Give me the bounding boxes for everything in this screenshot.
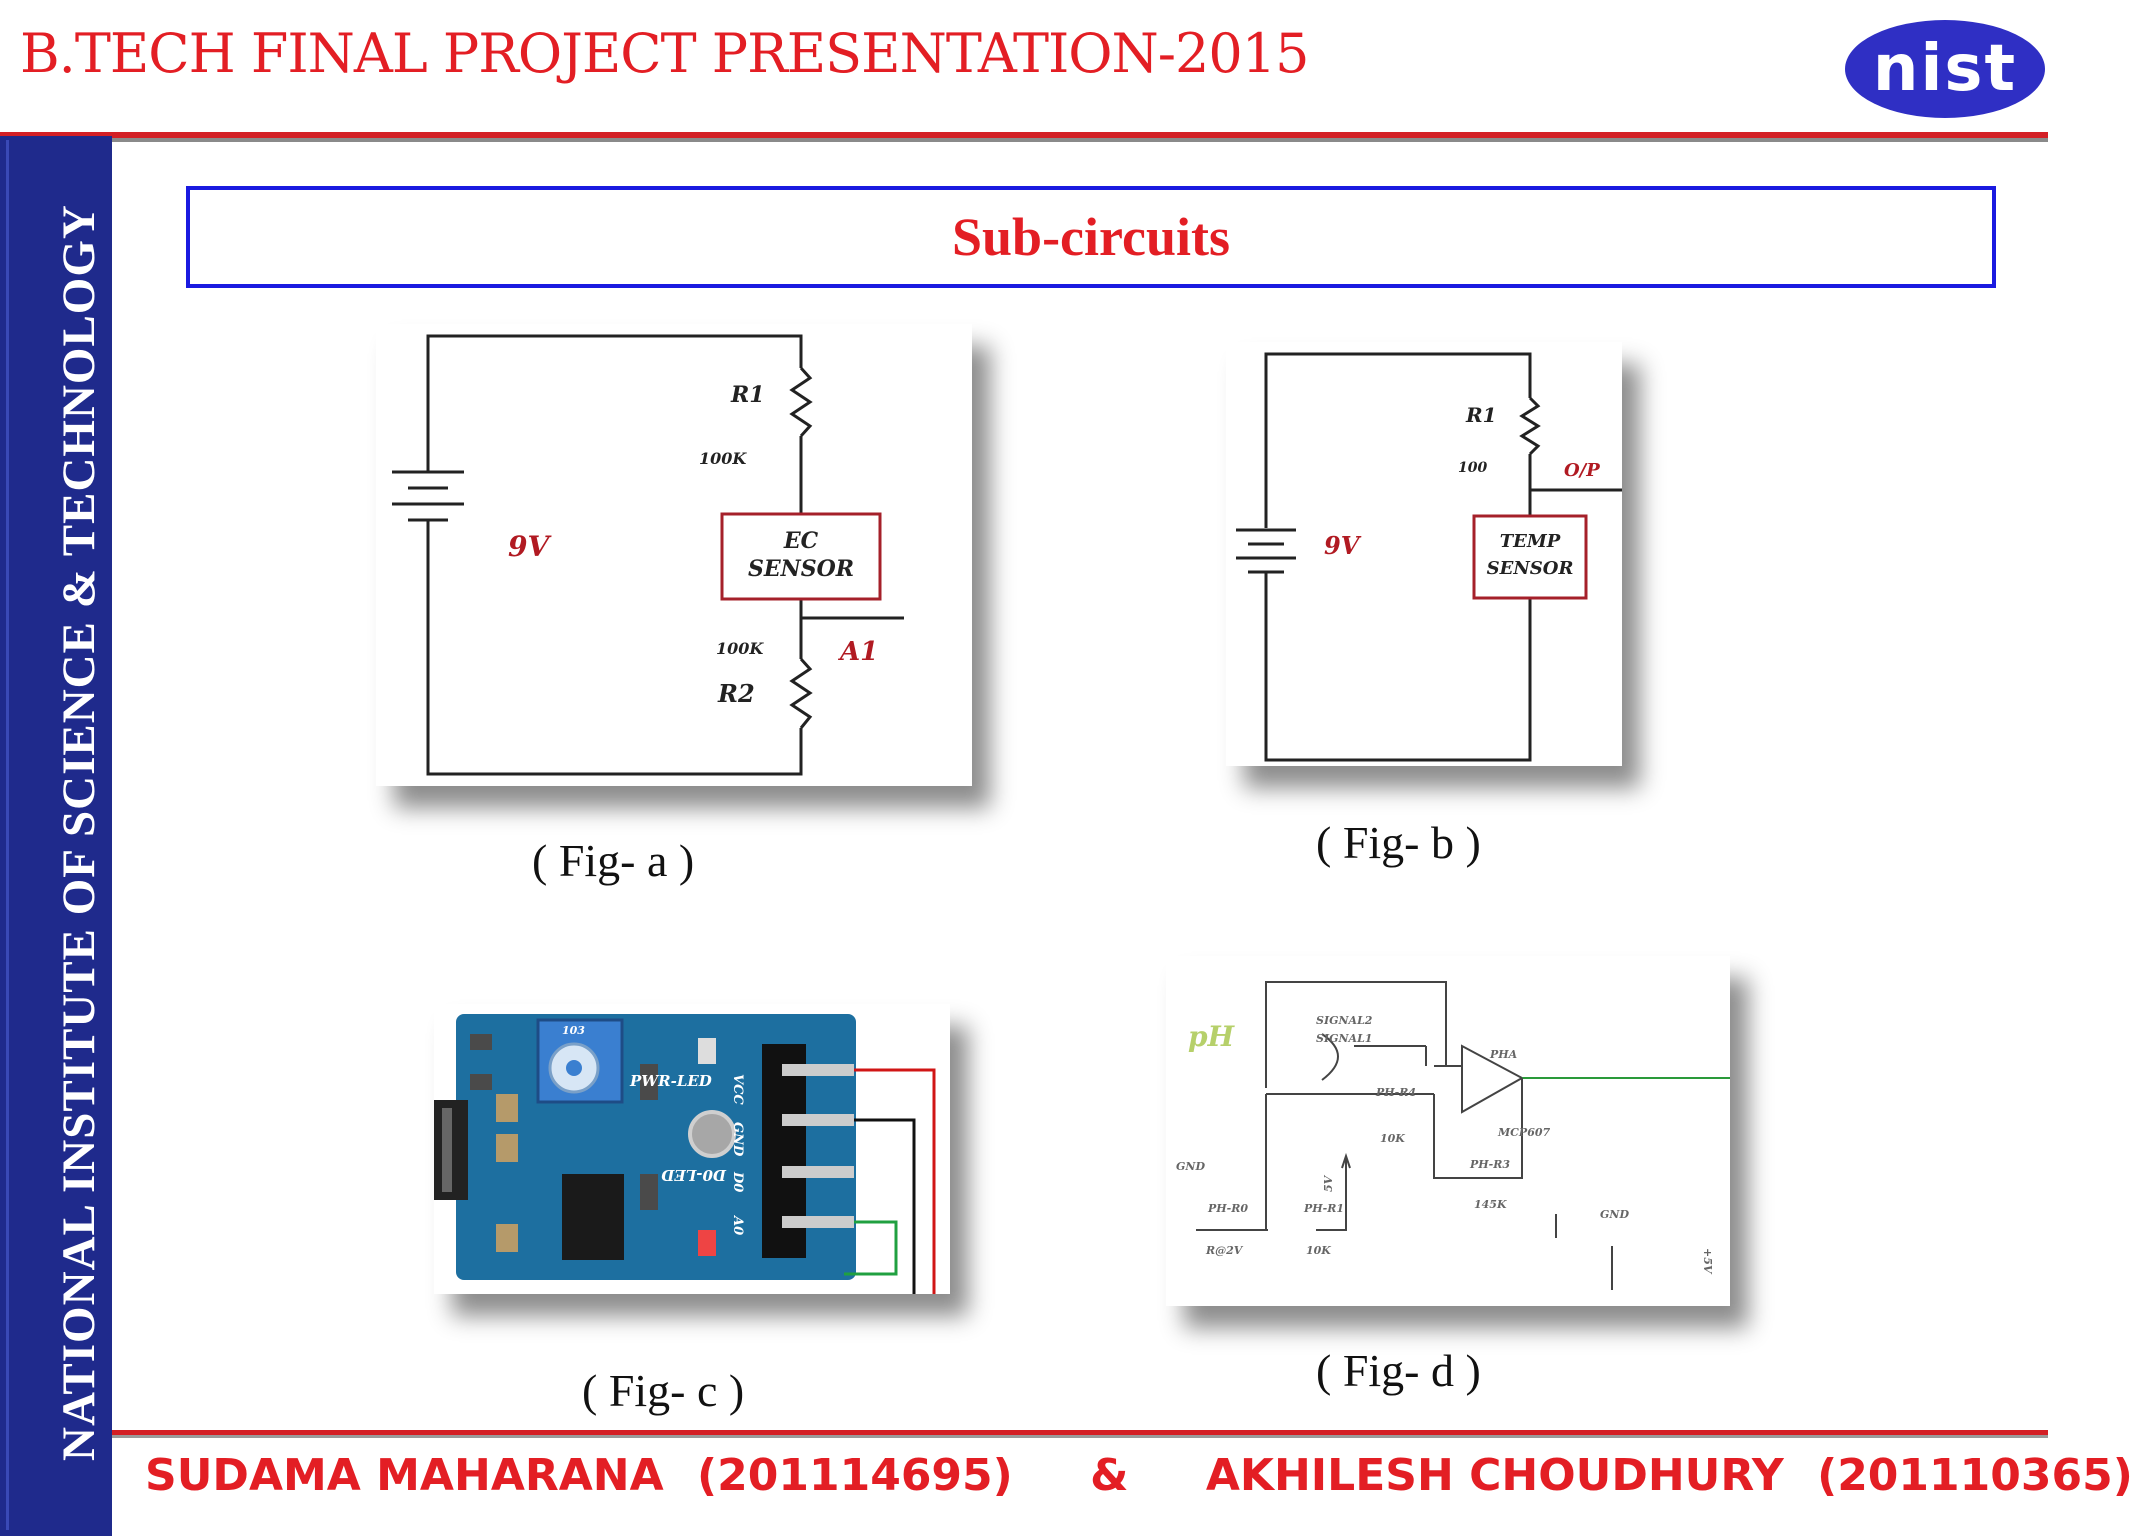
signal2-label: SIGNAL2	[1316, 1014, 1373, 1027]
footer-rule-shadow	[112, 1435, 2048, 1438]
plus-5v-label: +5V	[1701, 1248, 1714, 1275]
caption-fig-d: ( Fig- d )	[1316, 1345, 1481, 1396]
ph-r0-label: PH-R0	[1207, 1202, 1248, 1215]
figure-b: R1 100 O/P 9V TEMP SENSOR	[1226, 342, 1622, 766]
ph-r4-label: PH-R4	[1375, 1086, 1416, 1099]
ec-sensor-label-2: SENSOR	[748, 556, 854, 582]
temp-r1-label: R1	[1465, 403, 1497, 427]
slide-title: Sub-circuits	[951, 207, 1231, 267]
slide-title-box: Sub-circuits	[186, 186, 1996, 288]
caption-fig-b: ( Fig- b )	[1316, 817, 1481, 868]
ec-sensor-circuit: R1 100K 9V EC SENSOR 100K A1 R2	[392, 334, 904, 776]
figure-c: PWR-LED D0-LED VCC GND D0 A0 103	[434, 1004, 950, 1294]
ph-r1-value: 10K	[1306, 1244, 1331, 1257]
ec-r2-value: 100K	[716, 639, 764, 658]
signal1-label: SIGNAL1	[1316, 1032, 1372, 1045]
temp-sensor-circuit: R1 100 O/P 9V TEMP SENSOR	[1236, 352, 1622, 762]
ph-label: pH	[1188, 1020, 1236, 1053]
ph-r4-value: 10K	[1380, 1132, 1405, 1145]
presentation-title: B.TECH FINAL PROJECT PRESENTATION-2015	[20, 22, 1309, 85]
author-1-name: SUDAMA MAHARANA	[145, 1450, 664, 1501]
author-2-id: (201110365)	[1817, 1450, 2133, 1501]
footer-rule	[112, 1430, 2048, 1435]
ec-r1-label: R1	[730, 382, 765, 408]
logo-text: nist	[1872, 32, 2018, 106]
pwr-led-label: PWR-LED	[629, 1072, 712, 1090]
a0-pin-label: A0	[730, 1214, 745, 1235]
ec-output-label: A1	[837, 637, 878, 667]
temp-sensor-label-2: SENSOR	[1487, 558, 1574, 579]
caption-fig-a: ( Fig- a )	[532, 835, 695, 886]
author-1-id: (201114695)	[697, 1450, 1013, 1501]
temp-r1-value: 100	[1458, 460, 1487, 476]
header-rule	[0, 132, 2048, 138]
5v-label: 5V	[1322, 1174, 1335, 1192]
ph-amplifier-schematic: pH SIGNAL2 SIGNAL1 PHA PH-R4 10K MCP607 …	[1176, 981, 1730, 1290]
footer-authors: SUDAMA MAHARANA (201114695) & AKHILESH C…	[145, 1450, 2133, 1501]
sidebar-inner	[6, 140, 109, 1530]
gnd-left-label: GND	[1176, 1160, 1205, 1173]
nist-logo: nist	[1845, 20, 2045, 118]
d0-led-label: D0-LED	[661, 1166, 727, 1184]
pot-value-label: 103	[562, 1024, 585, 1037]
gnd-right-label: GND	[1600, 1208, 1629, 1221]
ph-r3-label: PH-R3	[1469, 1158, 1510, 1171]
gnd-pin-label: GND	[730, 1122, 745, 1157]
header-rule-shadow	[0, 138, 2048, 142]
d0-pin-label: D0	[730, 1171, 745, 1192]
ph-r0-value: R@2V	[1205, 1244, 1244, 1257]
vcc-pin-label: VCC	[730, 1074, 745, 1105]
caption-fig-c: ( Fig- c )	[582, 1365, 745, 1416]
ec-r1-value: 100K	[699, 449, 747, 468]
author-separator: &	[1090, 1450, 1129, 1501]
ph-r3-value: 145K	[1474, 1198, 1507, 1211]
sidebar-band	[0, 136, 112, 1536]
figure-a: R1 100K 9V EC SENSOR 100K A1 R2	[376, 324, 972, 786]
pha-label: PHA	[1489, 1048, 1518, 1061]
mcp607-label: MCP607	[1497, 1126, 1551, 1139]
sensor-module-photo: PWR-LED D0-LED VCC GND D0 A0 103	[434, 1004, 950, 1294]
temp-sensor-label-1: TEMP	[1500, 531, 1561, 552]
temp-output-label: O/P	[1564, 460, 1600, 481]
institute-name: NATIONAL INSTITUTE OF SCIENCE & TECHNOLO…	[53, 204, 105, 1461]
ec-source-label: 9V	[508, 530, 552, 563]
ec-r2-label: R2	[717, 679, 755, 708]
figure-d: pH SIGNAL2 SIGNAL1 PHA PH-R4 10K MCP607 …	[1166, 956, 1730, 1306]
temp-source-label: 9V	[1324, 531, 1362, 560]
ec-sensor-label-1: EC	[783, 528, 819, 554]
ph-r1-label: PH-R1	[1303, 1202, 1344, 1215]
author-2-name: AKHILESH CHOUDHURY	[1205, 1450, 1784, 1501]
